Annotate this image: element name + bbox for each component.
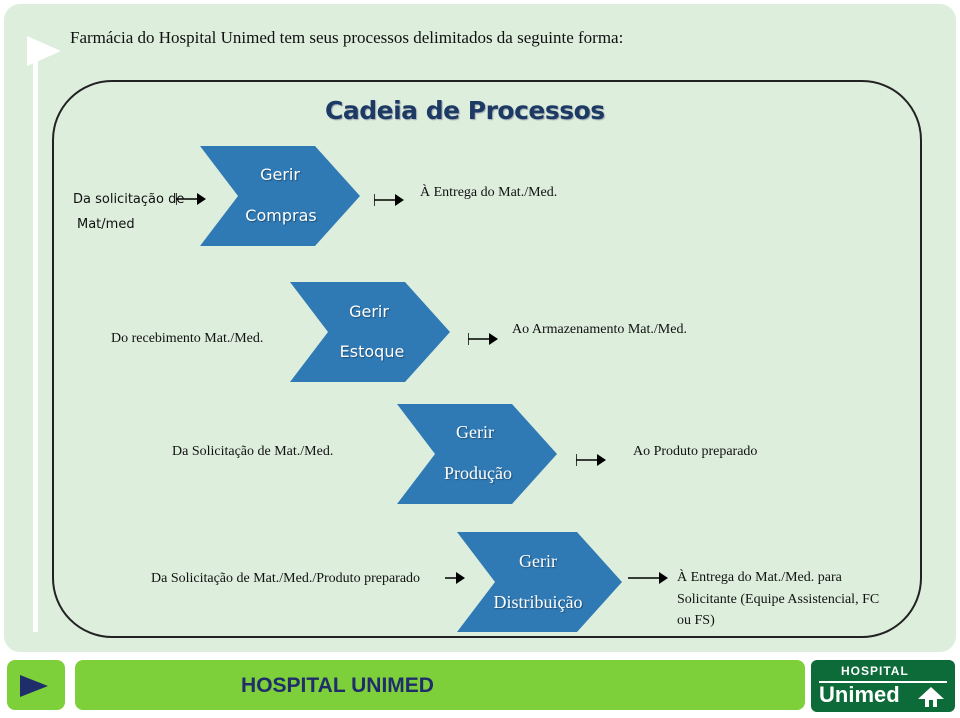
process-3-input: Da Solicitação de Mat./Med. xyxy=(172,444,334,459)
process-1-input-line1: Da solicitação de xyxy=(73,192,185,207)
process-4-output-arrow-icon xyxy=(628,572,668,584)
process-1-output: À Entrega do Mat./Med. xyxy=(420,185,558,200)
process-4-output-line3: ou FS) xyxy=(677,613,715,628)
process-1-label-line2: Compras xyxy=(245,206,317,225)
process-chain-frame xyxy=(52,80,922,638)
logo-top-text: HOSPITAL xyxy=(841,664,909,678)
process-4-output-line2: Solicitante (Equipe Assistencial, FC xyxy=(677,592,880,607)
process-4-chevron xyxy=(457,532,622,632)
process-3-label-line2: Produção xyxy=(444,463,512,483)
process-4-output-line1: À Entrega do Mat./Med. para xyxy=(677,570,842,585)
logo-bottom-text: Unimed xyxy=(819,682,900,707)
play-arrow-icon xyxy=(20,675,48,697)
process-4-input: Da Solicitação de Mat./Med./Produto prep… xyxy=(151,571,421,586)
logo-divider xyxy=(819,681,947,683)
hospital-unimed-logo: HOSPITAL Unimed xyxy=(811,660,955,712)
process-2-input: Do recebimento Mat./Med. xyxy=(111,331,264,346)
process-1-chevron xyxy=(200,146,360,246)
process-4-input-arrow-icon xyxy=(445,572,465,584)
process-4-label-line1: Gerir xyxy=(519,551,557,571)
process-3-label-line1: Gerir xyxy=(456,422,494,442)
unimed-tree-icon xyxy=(918,687,944,707)
footer-bar xyxy=(75,660,805,710)
process-4-label-line2: Distribuição xyxy=(493,592,583,612)
process-1-input-line2: Mat/med xyxy=(77,217,135,232)
process-2-chevron xyxy=(290,282,450,382)
process-3-output: Ao Produto preparado xyxy=(633,444,758,459)
process-2-output-arrow-icon xyxy=(468,333,498,345)
process-1-input-arrow-icon xyxy=(176,193,206,205)
slide-marker-line xyxy=(33,44,38,632)
process-2-label-line1: Gerir xyxy=(349,302,389,321)
process-1-label-line1: Gerir xyxy=(260,165,300,184)
process-2-label-line2: Estoque xyxy=(339,342,405,361)
diagram-title: Cadeia de Processos xyxy=(325,96,605,125)
intro-text: Farmácia do Hospital Unimed tem seus pro… xyxy=(70,28,624,47)
process-3-output-arrow-icon xyxy=(576,454,606,466)
footer-title: HOSPITAL UNIMED xyxy=(241,674,434,697)
process-2-output: Ao Armazenamento Mat./Med. xyxy=(512,322,687,337)
process-3-chevron xyxy=(397,404,557,504)
process-1-output-arrow-icon xyxy=(374,194,404,206)
